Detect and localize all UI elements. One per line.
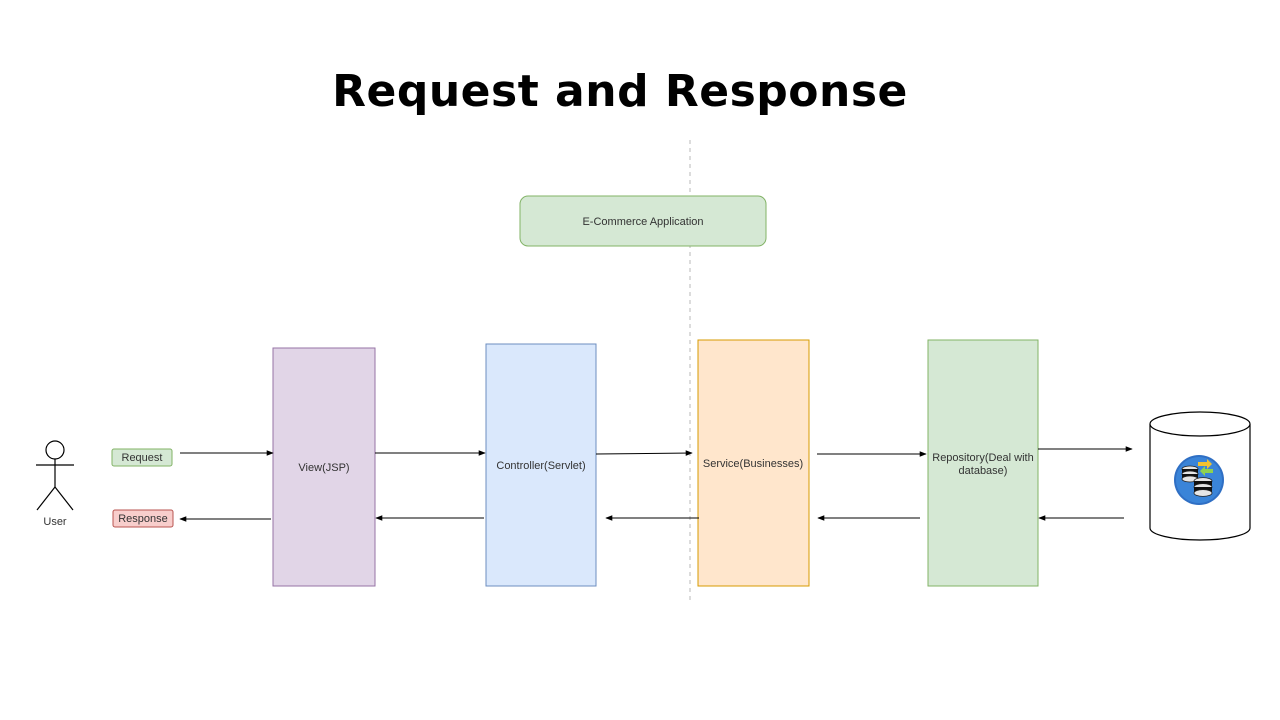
repository-label-line1: Repository(Deal with — [932, 452, 1033, 464]
controller-box[interactable]: Controller(Servlet) — [485, 343, 597, 587]
user-actor[interactable]: User — [36, 440, 74, 528]
service-box[interactable]: Service(Businesses) — [697, 339, 810, 587]
stick-figure-icon — [36, 440, 74, 511]
request-label: Request — [122, 452, 163, 464]
service-label: Service(Businesses) — [703, 458, 803, 470]
view-box[interactable]: View(JSP) — [272, 347, 376, 587]
request-tag: Request — [111, 448, 173, 467]
app-label: E-Commerce Application — [582, 216, 703, 228]
repository-label-line2: database) — [959, 465, 1008, 477]
page-title: Request and Response — [332, 66, 908, 117]
response-label: Response — [118, 513, 168, 525]
app-box[interactable]: E-Commerce Application — [519, 195, 767, 247]
arrow-controller-to-service — [595, 450, 693, 456]
actor-label: User — [43, 516, 67, 528]
repository-box[interactable]: Repository(Deal with database) — [927, 339, 1039, 587]
controller-label: Controller(Servlet) — [496, 460, 585, 472]
database-badge-icon — [1174, 455, 1224, 505]
view-label: View(JSP) — [298, 462, 349, 474]
response-tag: Response — [112, 509, 174, 528]
